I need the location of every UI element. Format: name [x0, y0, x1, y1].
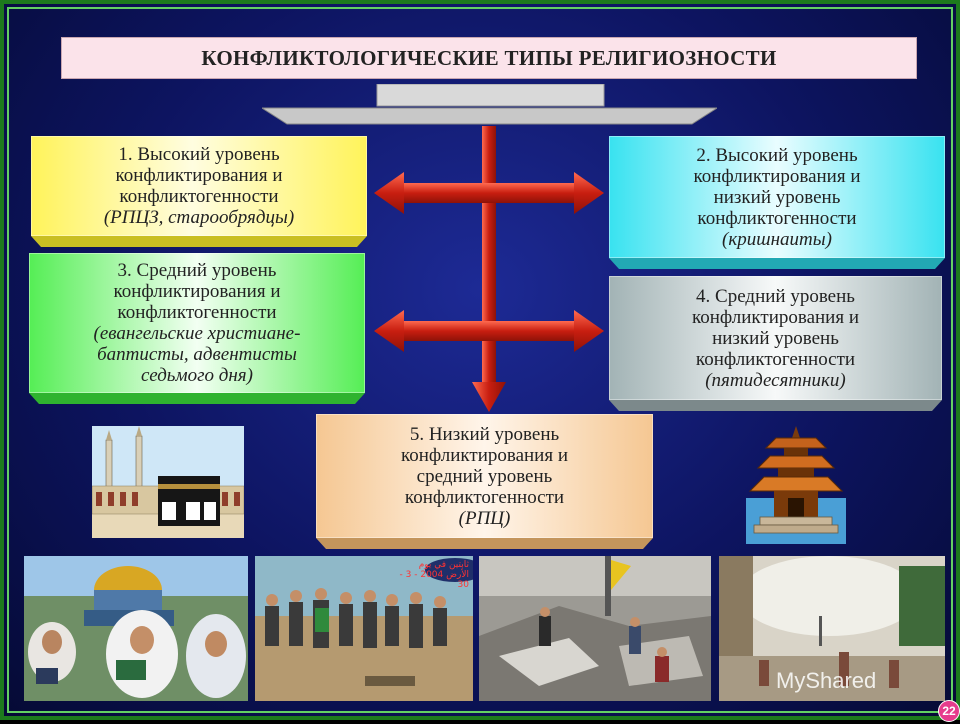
- connector-shelf: [262, 84, 717, 125]
- type-1-line: конфликтирования и: [115, 165, 283, 186]
- type-4-example: (пятидесятники): [705, 369, 846, 391]
- type-4-line: 4. Средний уровень: [696, 285, 855, 307]
- type-1-line: конфликтогенности: [119, 186, 279, 207]
- type-4-line: низкий уровень: [712, 327, 839, 349]
- type-3-example: (евангельские христиане-: [93, 323, 301, 344]
- type-5-line: 5. Низкий уровень: [409, 423, 560, 445]
- vertical-arrow: [472, 126, 506, 412]
- type-2-box: 2. Высокий уровень конфликтирования и ни…: [609, 136, 945, 258]
- ruins-photo: [479, 556, 711, 701]
- type-2-bevel: [609, 258, 945, 269]
- type-1-line: 1. Высокий уровень: [118, 144, 280, 165]
- photo-caption: ثابتين في يوم الأرض 2004 - 3 - 30: [399, 560, 469, 590]
- type-5-line: средний уровень: [416, 465, 553, 487]
- type-5-line: конфликтогенности: [404, 486, 565, 508]
- type-3-line: конфликтогенности: [117, 302, 277, 323]
- page-number-badge: 22: [938, 700, 960, 722]
- type-2-line: конфликтогенности: [697, 207, 857, 229]
- type-5-line: конфликтирования и: [400, 444, 569, 466]
- double-arrow-top: [374, 172, 604, 214]
- type-3-box: 3. Средний уровень конфликтирования и ко…: [29, 253, 365, 393]
- type-2-line: низкий уровень: [713, 186, 841, 208]
- type-3-line: конфликтирования и: [113, 281, 281, 302]
- type-4-line: конфликтогенности: [695, 348, 856, 370]
- type-4-line: конфликтирования и: [691, 306, 860, 328]
- watermark-text: MyShared: [776, 668, 877, 693]
- type-4-bevel: [609, 400, 942, 411]
- type-2-line: конфликтирования и: [693, 165, 861, 187]
- type-5-box: 5. Низкий уровень конфликтирования и сре…: [316, 414, 653, 538]
- praying-women-photo: [24, 556, 248, 701]
- type-5-bevel: [316, 538, 653, 549]
- type-2-line: 2. Высокий уровень: [696, 144, 858, 166]
- type-1-bevel: [31, 236, 367, 247]
- pagoda-image: [746, 426, 846, 544]
- double-arrow-middle: [374, 310, 604, 352]
- type-3-bevel: [29, 393, 365, 404]
- type-4-box: 4. Средний уровень конфликтирования и ни…: [609, 276, 942, 400]
- kaaba-mosque-image: [92, 426, 244, 538]
- type-2-example: (кришнаиты): [722, 228, 832, 250]
- type-3-line: 3. Средний уровень: [117, 260, 277, 281]
- type-1-box: 1. Высокий уровень конфликтирования и ко…: [31, 136, 367, 236]
- protest-crowd-photo: ثابتين في يوم الأرض 2004 - 3 - 30: [255, 556, 473, 701]
- type-5-example: (РПЦ): [458, 507, 511, 529]
- slide-title: КОНФЛИКТОЛОГИЧЕСКИЕ ТИПЫ РЕЛИГИОЗНОСТИ: [61, 37, 917, 79]
- type-1-example: (РПЦЗ, старообрядцы): [103, 207, 295, 228]
- clashes-photo: [719, 556, 945, 701]
- type-3-example: седьмого дня): [141, 365, 253, 386]
- type-3-example: баптисты, адвентисты: [97, 344, 297, 365]
